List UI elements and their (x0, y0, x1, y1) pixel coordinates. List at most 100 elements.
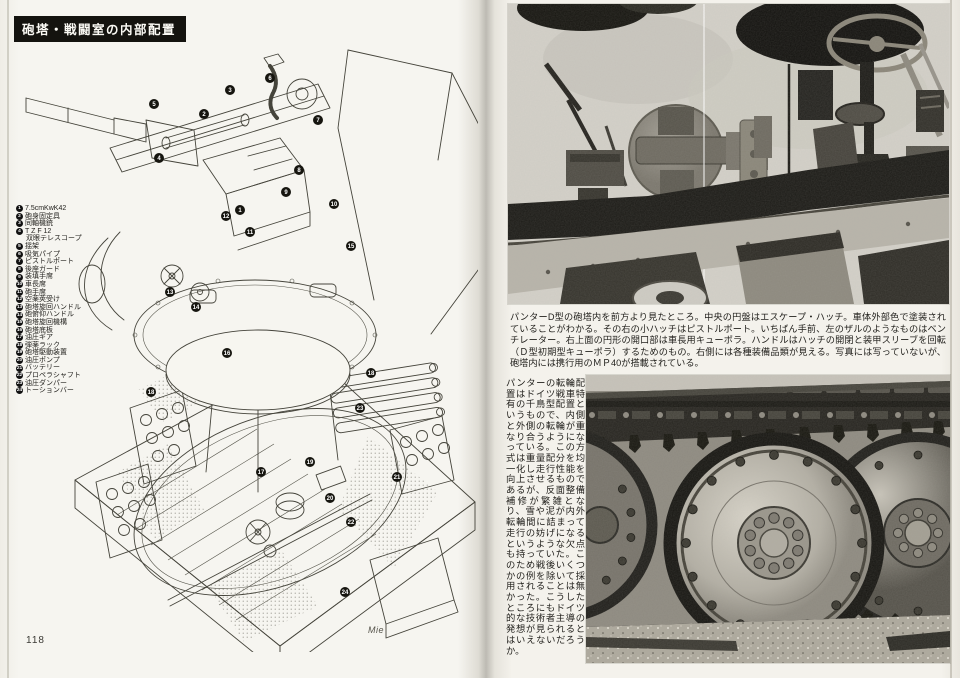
legend-item: 14 砲俯仰ハンドル (16, 311, 156, 319)
legend-item-number: 16 (16, 326, 23, 334)
legend-item-label: 装填手席 (25, 273, 53, 281)
legend-item: 20 油圧ポンプ (16, 357, 156, 365)
legend-item-label: 車長席 (25, 280, 46, 288)
svg-text:2: 2 (202, 112, 206, 118)
legend-item-label: 同軸機銃 (25, 220, 53, 228)
svg-text:4: 4 (157, 156, 161, 162)
diagram-callout: 1 (235, 205, 245, 215)
legend-item-label: 後座ガード (25, 265, 60, 273)
legend-item: 8 後座ガード (16, 266, 156, 274)
legend-item-label: 砲手席 (25, 288, 46, 296)
svg-text:18: 18 (148, 390, 155, 396)
battery-box (369, 537, 459, 639)
svg-text:13: 13 (167, 290, 174, 296)
legend-item-label: 砲塔旋回ハンドル (25, 303, 81, 311)
legend-item: 10 車長席 (16, 281, 156, 289)
legend-item-number: 6 (16, 250, 23, 258)
legend-item-number: 8 (16, 265, 23, 273)
diagram-callout: 8 (294, 165, 304, 175)
legend-item: 3 同軸機銃 (16, 220, 156, 228)
svg-text:11: 11 (247, 230, 254, 236)
legend-item: 13 砲塔旋回ハンドル (16, 304, 156, 312)
diagram-callout: 3 (225, 85, 235, 95)
svg-text:24: 24 (342, 590, 349, 596)
diagram-callout: 15 (346, 241, 356, 251)
diagram-callout: 21 (392, 472, 402, 482)
legend-item-label: 砲塔旋回機構 (25, 318, 67, 326)
photo-road-wheels (586, 375, 950, 663)
diagram-callout: 13 (165, 287, 175, 297)
legend-item: 1 7.5cmKwK42 (16, 205, 156, 213)
legend-item-number: 3 (16, 220, 23, 228)
legend-item: 9 装填手席 (16, 273, 156, 281)
roadwheel-commentary: パンターの転輪配置はドイツ戦車特有の千鳥型配置というもので、内側と外側の転輪が重… (506, 378, 585, 656)
diagram-callout: 17 (256, 467, 266, 477)
photo-grain (508, 4, 949, 304)
svg-text:16: 16 (224, 351, 231, 357)
diagram-callout: 12 (221, 211, 231, 221)
svg-text:1: 1 (238, 208, 242, 214)
legend-item-number: 13 (16, 303, 23, 311)
legend-item: 6 吸気パイプ (16, 251, 156, 259)
diagram-callout: 22 (346, 517, 356, 527)
legend-item-number: 14 (16, 311, 23, 319)
svg-text:22: 22 (348, 520, 355, 526)
svg-text:7: 7 (316, 118, 320, 124)
legend-item: 23 油圧ダンパー (16, 380, 156, 388)
svg-text:12: 12 (223, 214, 230, 220)
ammo-rack-left-lower (95, 463, 163, 559)
legend-item-number: 1 (16, 205, 23, 213)
diagram-callout: 11 (245, 227, 255, 237)
legend-item-number: 24 (16, 387, 23, 395)
legend-item-label: ピストルポート (25, 258, 74, 266)
diagram-callouts: 1234567891011121314151617181819202122232… (146, 73, 402, 597)
legend-item-label: T Z F 12 双眼テレスコープ (25, 227, 82, 243)
photo-grain (586, 375, 950, 663)
left-page-edge (7, 0, 9, 678)
legend-item-number: 2 (16, 212, 23, 220)
legend-item: 4 T Z F 12 双眼テレスコープ (16, 228, 156, 243)
top-photo-caption: パンターD型の砲塔内を前方より見たところ。中央の円盤はエスケープ・ハッチ。車体外… (510, 312, 946, 369)
legend-item-number: 12 (16, 296, 23, 304)
legend-item: 21 バッテリー (16, 364, 156, 372)
diagram-callout: 16 (222, 348, 232, 358)
legend-item-label: 砲身固定具 (25, 212, 60, 220)
svg-text:5: 5 (152, 102, 156, 108)
diagram-callout: 2 (199, 109, 209, 119)
diagram-callout: 24 (340, 587, 350, 597)
svg-text:10: 10 (331, 202, 338, 208)
legend-item-number: 7 (16, 258, 23, 266)
svg-text:6: 6 (268, 76, 272, 82)
legend-item: 19 砲塔駆動装置 (16, 349, 156, 357)
legend-item: 11 砲手席 (16, 289, 156, 297)
hydraulic-drive-details (167, 465, 373, 607)
legend-item-number: 9 (16, 273, 23, 281)
right-page-edge (950, 0, 952, 678)
turret-cutaway-diagram: 1234567891011121314151617181819202122232… (25, 49, 478, 652)
basket-floor (165, 329, 351, 415)
legend-item-number: 23 (16, 379, 23, 387)
diagram-callout: 19 (305, 457, 315, 467)
legend-item-label: 揺架 (25, 242, 39, 250)
legend-item-number: 5 (16, 243, 23, 251)
svg-text:9: 9 (284, 190, 288, 196)
legend-item: 5 揺架 (16, 243, 156, 251)
diagram-callout: 7 (313, 115, 323, 125)
legend-item-number: 19 (16, 349, 23, 357)
legend-item-label: 弾薬ラック (25, 341, 60, 349)
svg-text:20: 20 (327, 496, 334, 502)
diagram-callout: 9 (281, 187, 291, 197)
svg-text:23: 23 (357, 406, 364, 412)
artist-signature: Mie (368, 625, 385, 635)
legend-item-label: 油圧ダンパー (25, 379, 67, 387)
page-number: 118 (26, 635, 45, 646)
diagram-callout: 20 (325, 493, 335, 503)
svg-text:17: 17 (258, 470, 265, 476)
diagram-callout: 4 (154, 153, 164, 163)
traverse-elevation-handwheels (160, 264, 337, 304)
diagram-callout: 5 (149, 99, 159, 109)
legend-item-label: 吸気パイプ (25, 250, 60, 258)
diagram-callout: 18 (366, 368, 376, 378)
legend-item-number: 15 (16, 319, 23, 327)
